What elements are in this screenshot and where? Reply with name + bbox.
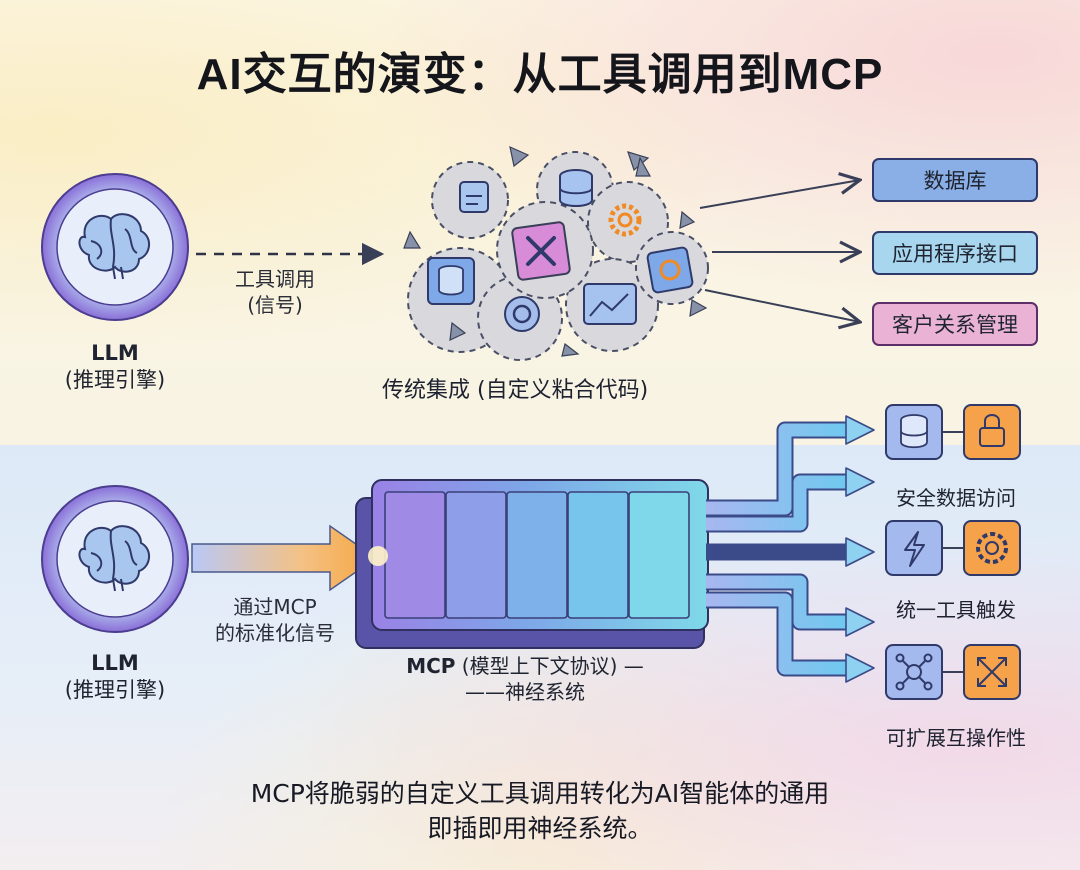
footer-line-2: 即插即用神经系统。 [427, 814, 653, 843]
mcp-segment-5 [628, 491, 690, 619]
capability-label-interoperability: 可扩展互操作性 [886, 726, 1026, 750]
bottom-llm-name: LLM [91, 651, 139, 675]
custom-glue-code-cluster [403, 145, 709, 361]
tools-icon [511, 221, 571, 281]
gear-icon [963, 520, 1021, 576]
mcp-caption: MCP (模型上下文协议) — ——神经系统 [370, 653, 680, 705]
mcp-caption-line-2: ——神经系统 [465, 680, 585, 704]
network-icon [885, 644, 943, 700]
gear-icon [608, 203, 642, 237]
tool-call-label-line-1: 工具调用 [235, 267, 315, 291]
database-icon [559, 169, 593, 207]
file-icon [459, 181, 489, 213]
mcp-segment-3 [506, 491, 568, 619]
settings-gear-icon [504, 296, 540, 332]
standardized-signal-arrow [191, 524, 378, 592]
mcp-segment-2 [445, 491, 507, 619]
mcp-caption-rest: (模型上下文协议) — [455, 654, 644, 678]
bottom-llm-label: LLM (推理引擎) [30, 650, 200, 705]
mcp-segment-1 [384, 491, 446, 619]
footer-summary: MCP将脆弱的自定义工具调用转化为AI智能体的通用 即插即用神经系统。 [0, 776, 1080, 846]
bottom-llm-brain-icon [41, 485, 189, 633]
target-database: 数据库 [872, 158, 1038, 202]
sync-icon [646, 246, 694, 294]
traditional-integration-caption: 传统集成 (自定义粘合代码) [382, 378, 649, 403]
top-llm-name: LLM [91, 341, 139, 365]
capability-label-secure-data: 安全数据访问 [896, 486, 1016, 510]
top-llm-brain-icon [41, 173, 189, 321]
standardized-signal-label: 通过MCP 的标准化信号 [195, 594, 355, 646]
chart-window-icon [583, 283, 637, 325]
capability-row-2 [885, 520, 1021, 576]
capability-row-1 [885, 404, 1021, 460]
database-icon [885, 404, 943, 460]
mcp-output-pipes [706, 415, 875, 683]
arrow-to-database [699, 180, 860, 209]
page-title: AI交互的演变：从工具调用到MCP [196, 50, 884, 99]
standardized-signal-line-2: 的标准化信号 [215, 621, 335, 645]
lock-icon [963, 404, 1021, 460]
mcp-protocol-block [355, 479, 709, 649]
top-llm-label: LLM (推理引擎) [30, 340, 200, 395]
footer-line-1: MCP将脆弱的自定义工具调用转化为AI智能体的通用 [250, 779, 830, 808]
lightning-icon [885, 520, 943, 576]
capability-row-3 [885, 644, 1021, 700]
arrow-to-crm [704, 289, 860, 322]
tool-call-label: 工具调用 (信号) [200, 266, 350, 318]
database-card-icon [427, 257, 475, 305]
target-api: 应用程序接口 [872, 231, 1038, 275]
expand-icon [963, 644, 1021, 700]
tool-call-label-line-2: (信号) [247, 293, 303, 317]
capability-label-unified-trigger: 统一工具触发 [896, 598, 1016, 622]
top-llm-subtitle: (推理引擎) [64, 368, 166, 393]
mcp-segment-4 [567, 491, 629, 619]
target-crm: 客户关系管理 [872, 302, 1038, 346]
mcp-caption-bold: MCP [406, 654, 456, 678]
standardized-signal-line-1: 通过MCP [233, 595, 317, 619]
bottom-llm-subtitle: (推理引擎) [64, 678, 166, 703]
